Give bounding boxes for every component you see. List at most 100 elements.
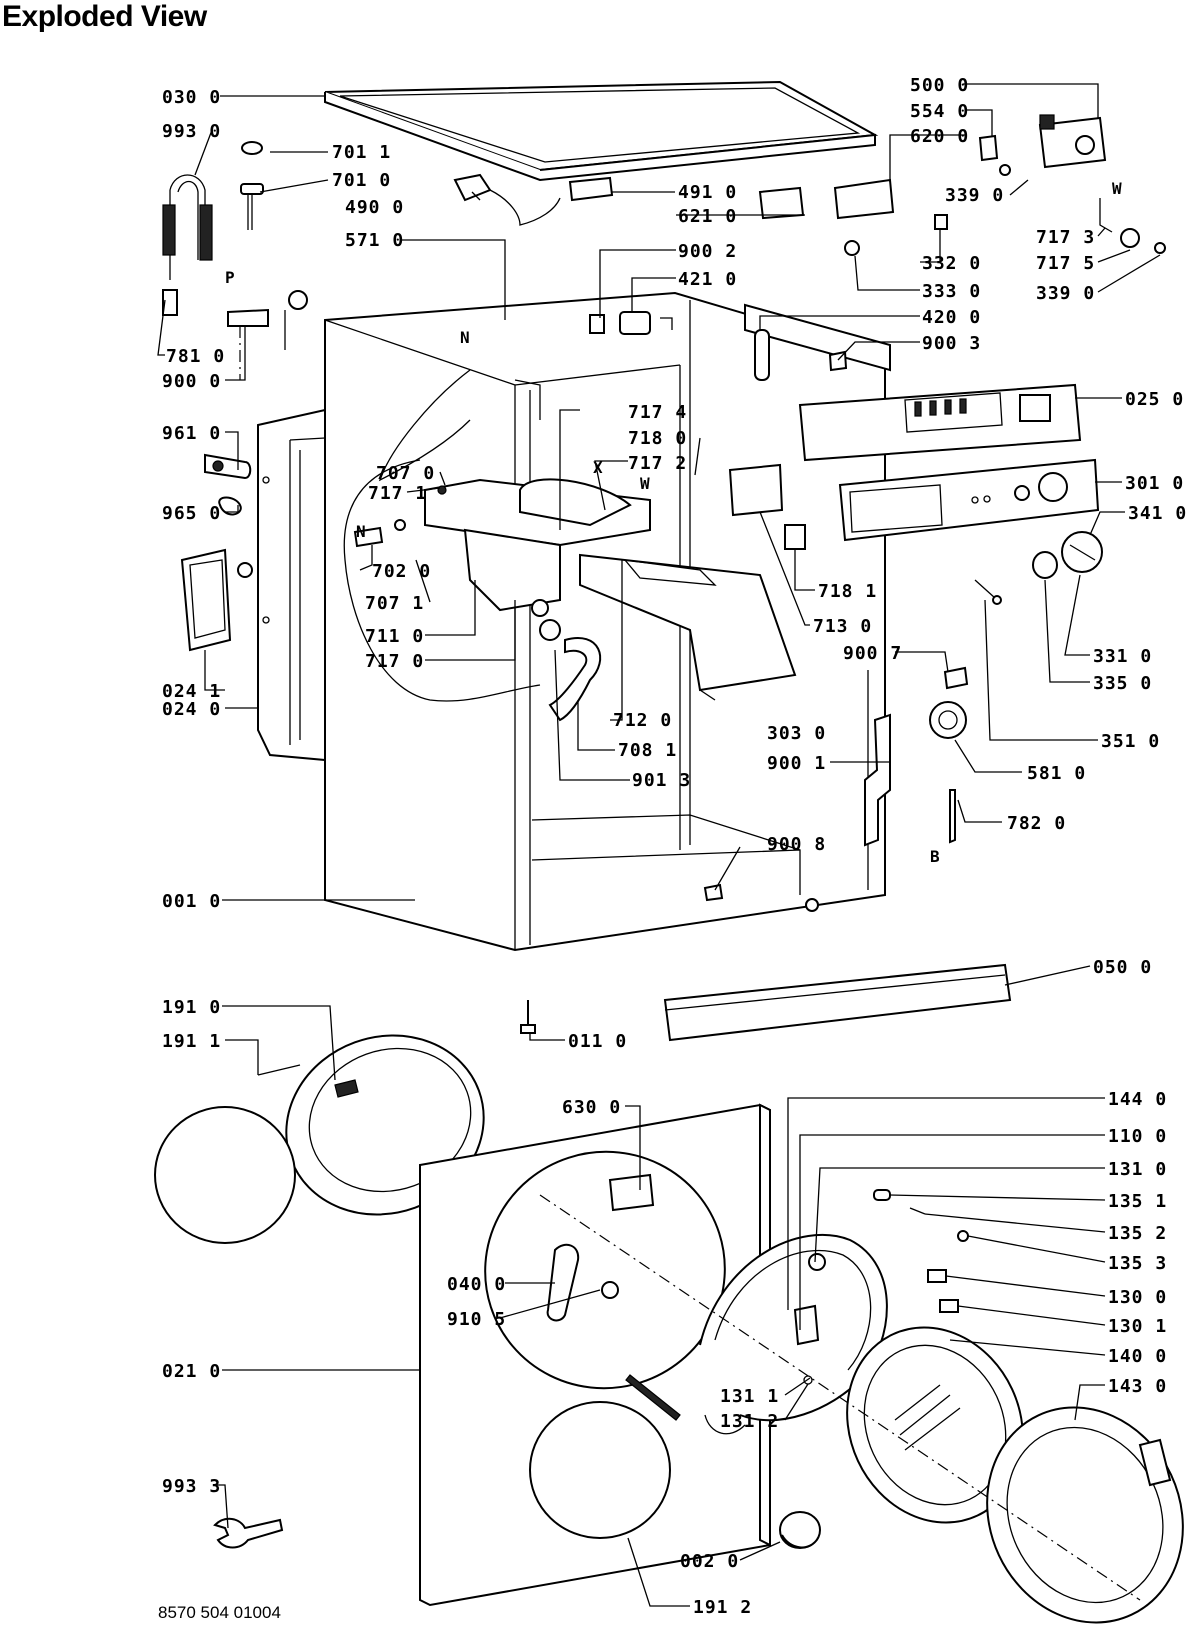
label-711-0: 711 0	[365, 626, 424, 647]
label-030-0: 030 0	[162, 87, 221, 108]
label-901-3: 901 3	[632, 770, 691, 791]
label-135-1: 135 1	[1108, 1191, 1167, 1212]
label-707-1: 707 1	[365, 593, 424, 614]
label-024-1: 024 1	[162, 681, 221, 702]
label-630-0: 630 0	[562, 1097, 621, 1118]
label-910-5: 910 5	[447, 1309, 506, 1330]
label-011-0: 011 0	[568, 1031, 627, 1052]
label-420-0: 420 0	[922, 307, 981, 328]
label-717-1: 717 1	[368, 483, 427, 504]
label-131-2: 131 2	[720, 1411, 779, 1432]
label-024-0: 024 0	[162, 699, 221, 720]
small-parts-421	[589, 311, 673, 335]
label-571-0: 571 0	[345, 230, 404, 251]
label-002-0: 002 0	[680, 1551, 739, 1572]
knob-002	[779, 1511, 821, 1549]
label-993-3: 993 3	[162, 1476, 221, 1497]
label-707-0: 707 0	[376, 463, 435, 484]
fastener-701	[240, 141, 264, 230]
marker-x: X	[593, 458, 603, 477]
label-717-0: 717 0	[365, 651, 424, 672]
label-900-2: 900 2	[678, 241, 737, 262]
label-131-0: 131 0	[1108, 1159, 1167, 1180]
label-144-0: 144 0	[1108, 1089, 1167, 1110]
pressure-switch-bracket	[728, 463, 806, 550]
label-351-0: 351 0	[1101, 731, 1160, 752]
label-900-1: 900 1	[767, 753, 826, 774]
label-191-2: 191 2	[693, 1597, 752, 1618]
pump-filter	[180, 453, 253, 652]
side-rail	[864, 713, 956, 847]
clips	[943, 579, 1002, 690]
label-701-1: 701 1	[332, 142, 391, 163]
label-708-1: 708 1	[618, 740, 677, 761]
door-outer-ring	[986, 1406, 1184, 1624]
kickplate	[663, 963, 1012, 1042]
label-961-0: 961 0	[162, 423, 221, 444]
control-panel-board	[798, 383, 1082, 462]
label-332-0: 332 0	[922, 253, 981, 274]
label-717-4: 717 4	[628, 402, 687, 423]
hinge-parts	[873, 1189, 969, 1313]
door-inner-ring	[699, 1233, 888, 1422]
label-717-2: 717 2	[628, 453, 687, 474]
knob-spring	[1099, 198, 1166, 254]
marker-p: P	[225, 268, 235, 287]
label-341-0: 341 0	[1128, 503, 1187, 524]
label-301-0: 301 0	[1125, 473, 1184, 494]
marker-n-left: N	[356, 522, 366, 541]
part-labels: 030 0 993 0 701 1 701 0 490 0 571 0 781 …	[162, 75, 1187, 1618]
label-421-0: 421 0	[678, 269, 737, 290]
label-900-0: 900 0	[162, 371, 221, 392]
label-701-0: 701 0	[332, 170, 391, 191]
upper-rail	[744, 303, 891, 372]
label-712-0: 712 0	[613, 710, 672, 731]
label-718-0: 718 0	[628, 428, 687, 449]
label-333-0: 333 0	[922, 281, 981, 302]
label-040-0: 040 0	[447, 1274, 506, 1295]
leader-lines	[157, 83, 1161, 1607]
label-339-0b: 339 0	[1036, 283, 1095, 304]
label-620-0: 620 0	[910, 126, 969, 147]
marker-b: B	[930, 847, 940, 866]
label-490-0: 490 0	[345, 197, 404, 218]
marker-w-mid: W	[640, 474, 650, 493]
label-900-8: 900 8	[767, 834, 826, 855]
label-339-0a: 339 0	[945, 185, 1004, 206]
label-021-0: 021 0	[162, 1361, 221, 1382]
page-title: Exploded View	[2, 0, 207, 33]
electronic-module	[978, 114, 1107, 176]
fascia-panel	[838, 458, 1100, 542]
label-702-0: 702 0	[372, 561, 431, 582]
spanner-tool	[213, 1517, 284, 1549]
program-knob	[1032, 531, 1103, 579]
back-panel	[257, 408, 326, 762]
label-110-0: 110 0	[1108, 1126, 1167, 1147]
label-131-1: 131 1	[720, 1386, 779, 1407]
adjustable-foot	[520, 1000, 536, 1034]
drawing-number: 8570 504 01004	[158, 1603, 281, 1622]
label-900-7: 900 7	[843, 643, 902, 664]
label-143-0: 143 0	[1108, 1376, 1167, 1397]
label-993-0: 993 0	[162, 121, 221, 142]
label-130-0: 130 0	[1108, 1287, 1167, 1308]
label-025-0: 025 0	[1125, 389, 1184, 410]
label-581-0: 581 0	[1027, 763, 1086, 784]
label-130-1: 130 1	[1108, 1316, 1167, 1337]
label-303-0: 303 0	[767, 723, 826, 744]
door-bowl	[846, 1326, 1024, 1524]
wiring-parts	[453, 173, 895, 226]
label-718-1: 718 1	[818, 581, 877, 602]
label-140-0: 140 0	[1108, 1346, 1167, 1367]
label-050-0: 050 0	[1093, 957, 1152, 978]
label-621-0: 621 0	[678, 206, 737, 227]
detergent-dispenser	[353, 478, 797, 722]
label-191-0: 191 0	[162, 997, 221, 1018]
label-554-0: 554 0	[910, 101, 969, 122]
label-781-0: 781 0	[166, 346, 225, 367]
label-335-0: 335 0	[1093, 673, 1152, 694]
label-713-0: 713 0	[813, 616, 872, 637]
bracket-900-0	[227, 290, 308, 380]
label-001-0: 001 0	[162, 891, 221, 912]
